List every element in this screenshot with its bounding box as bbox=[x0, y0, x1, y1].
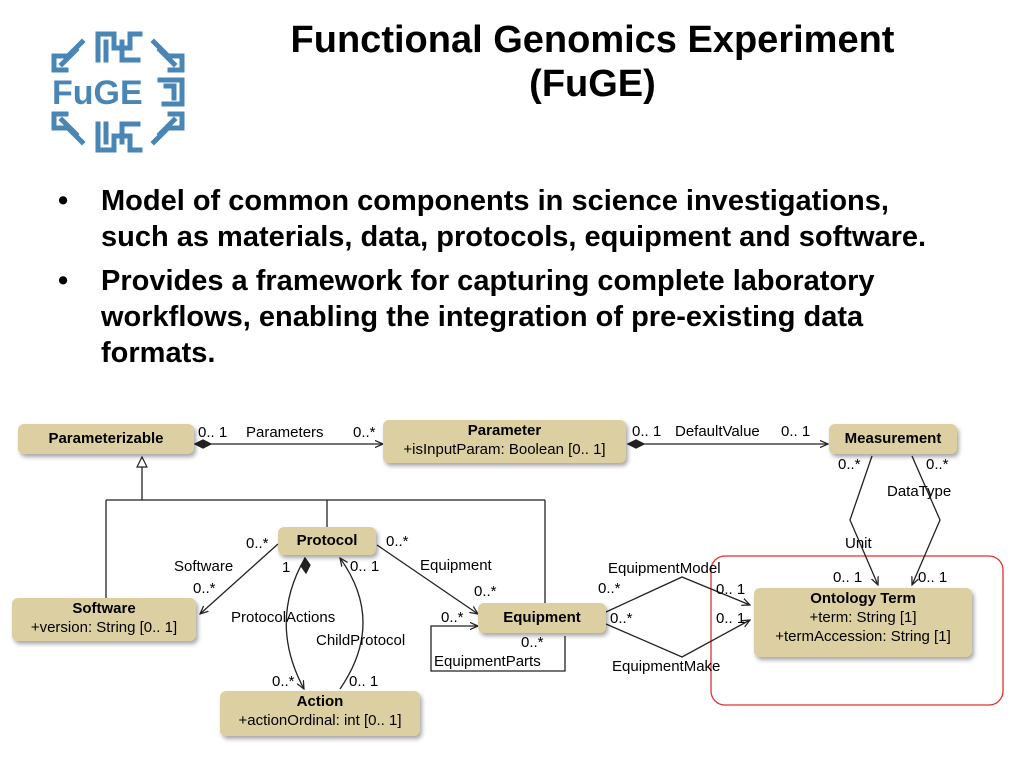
multiplicity-label: 0..* bbox=[193, 580, 216, 597]
software-class: Software +version: String [0.. 1] bbox=[12, 598, 196, 641]
equipment-association bbox=[376, 544, 478, 614]
bullet-text: Model of common components in science in… bbox=[101, 185, 927, 253]
datatype-association bbox=[912, 455, 941, 585]
role-label: ChildProtocol bbox=[316, 632, 406, 649]
class-name: Parameterizable bbox=[48, 430, 164, 447]
protocol-class: Protocol bbox=[278, 527, 376, 555]
title-line-2: (FuGE) bbox=[529, 63, 656, 105]
parameterizable-class: Parameterizable bbox=[18, 424, 194, 454]
multiplicity-label: 1 bbox=[282, 559, 291, 576]
multiplicity-label: 0..* bbox=[521, 634, 544, 651]
multiplicity-label: 0.. 1 bbox=[198, 424, 228, 441]
multiplicity-label: 0..* bbox=[474, 583, 497, 600]
fuge-logo: FuGE bbox=[48, 22, 188, 162]
multiplicity-label: 0.. 1 bbox=[833, 569, 863, 586]
bullet-text: Provides a framework for capturing compl… bbox=[101, 265, 875, 369]
multiplicity-label: 0..* bbox=[926, 456, 949, 473]
equipment-class: Equipment bbox=[478, 603, 606, 633]
multiplicity-label: 0..* bbox=[441, 609, 464, 626]
bullet-dot: • bbox=[58, 265, 69, 297]
equipment-parts-association bbox=[430, 626, 566, 672]
logo-text: FuGE bbox=[52, 74, 143, 112]
role-label: DataType bbox=[887, 483, 952, 500]
role-label: EquipmentMake bbox=[612, 658, 721, 675]
equipment-make-association bbox=[605, 620, 750, 658]
role-label: Parameters bbox=[246, 424, 324, 441]
parameters-diamond bbox=[193, 439, 213, 449]
software-association bbox=[200, 543, 279, 614]
multiplicity-label: 0..* bbox=[353, 424, 376, 441]
multiplicity-label: 0..* bbox=[386, 533, 409, 550]
class-name: Protocol bbox=[296, 532, 358, 549]
multiplicity-label: 0.. 1 bbox=[350, 558, 380, 575]
protocol-actions-association bbox=[285, 557, 306, 689]
role-label: Equipment bbox=[420, 557, 492, 574]
class-name: Parameter bbox=[467, 422, 542, 439]
ontology-term-class: Ontology Term +term: String [1] +termAcc… bbox=[754, 588, 972, 657]
role-label: EquipmentParts bbox=[434, 653, 541, 670]
multiplicity-label: 0..* bbox=[838, 456, 861, 473]
class-name: Action bbox=[296, 693, 344, 710]
multiplicity-label: 0.. 1 bbox=[716, 581, 746, 598]
role-label: Software bbox=[174, 558, 234, 575]
role-label: Unit bbox=[845, 535, 872, 552]
unit-association bbox=[849, 455, 878, 585]
bullet-item: • Provides a framework for capturing com… bbox=[58, 263, 958, 371]
class-name: Measurement bbox=[844, 430, 942, 447]
slide-title: Functional Genomics Experiment (FuGE) bbox=[225, 18, 960, 106]
class-attribute: +isInputParam: Boolean [0.. 1] bbox=[403, 441, 606, 458]
multiplicity-label: 0.. 1 bbox=[918, 569, 948, 586]
class-attribute: +termAccession: String [1] bbox=[775, 628, 951, 645]
protocol-actions-diamond bbox=[300, 556, 311, 575]
default-value-diamond bbox=[626, 439, 646, 449]
action-class: Action +actionOrdinal: int [0.. 1] bbox=[220, 691, 420, 736]
parameter-class: Parameter +isInputParam: Boolean [0.. 1] bbox=[383, 420, 626, 463]
role-label: EquipmentModel bbox=[608, 560, 721, 577]
multiplicity-label: 0.. 1 bbox=[349, 673, 379, 690]
fuge-logo-graphic: FuGE bbox=[51, 31, 185, 153]
bullet-list: • Model of common components in science … bbox=[58, 183, 958, 379]
bullet-dot: • bbox=[58, 185, 69, 217]
child-protocol-association bbox=[340, 558, 364, 690]
multiplicity-label: 0.. 1 bbox=[781, 423, 811, 440]
class-name: Software bbox=[72, 600, 136, 617]
role-label: ProtocolActions bbox=[231, 609, 336, 626]
multiplicity-label: 0..* bbox=[246, 535, 269, 552]
ontology-highlight-frame bbox=[710, 555, 1004, 706]
class-name: Equipment bbox=[503, 609, 581, 626]
role-label: DefaultValue bbox=[675, 423, 760, 440]
class-attribute: +version: String [0.. 1] bbox=[30, 619, 178, 636]
title-line-1: Functional Genomics Experiment bbox=[290, 19, 895, 61]
equipment-model-association bbox=[605, 576, 750, 613]
measurement-class: Measurement bbox=[829, 424, 957, 454]
multiplicity-label: 0..* bbox=[610, 610, 633, 627]
multiplicity-label: 0.. 1 bbox=[632, 423, 662, 440]
class-attribute: +term: String [1] bbox=[809, 609, 917, 626]
multiplicity-label: 0..* bbox=[598, 580, 621, 597]
class-attribute: +actionOrdinal: int [0.. 1] bbox=[238, 712, 402, 729]
bullet-item: • Model of common components in science … bbox=[58, 183, 958, 255]
multiplicity-label: 0..* bbox=[272, 673, 295, 690]
class-name: Ontology Term bbox=[810, 590, 916, 607]
multiplicity-label: 0.. 1 bbox=[716, 610, 746, 627]
